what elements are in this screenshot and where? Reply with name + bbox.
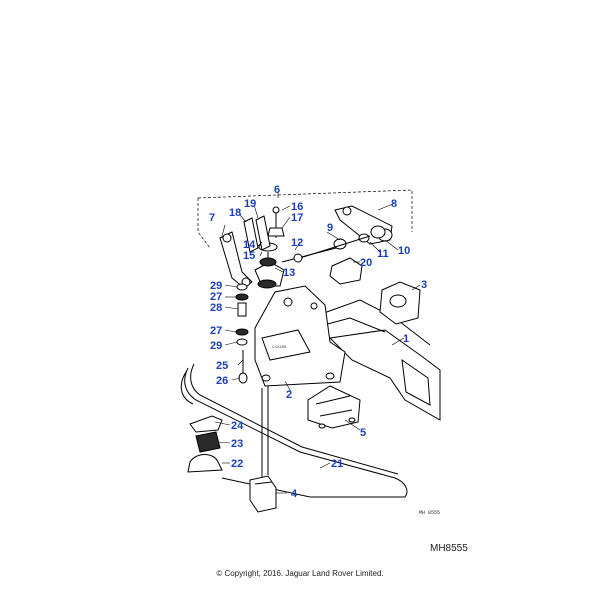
callout-15: 15 bbox=[243, 250, 255, 262]
callout-16: 16 bbox=[291, 201, 303, 213]
nut-17 bbox=[267, 227, 285, 237]
callout-28: 28 bbox=[210, 302, 222, 314]
callout-12: 12 bbox=[291, 237, 303, 249]
rubber-pad bbox=[249, 475, 277, 513]
callout-14: 14 bbox=[243, 239, 256, 251]
bracket-24 bbox=[189, 415, 223, 433]
callout-22: 22 bbox=[231, 458, 243, 470]
callout-29a: 29 bbox=[210, 280, 222, 292]
callout-3: 3 bbox=[421, 279, 427, 291]
callout-2: 2 bbox=[286, 389, 292, 401]
diagram-reference-code: MH8555 bbox=[430, 543, 468, 554]
group-outline bbox=[197, 189, 413, 249]
mounting-bracket bbox=[254, 285, 346, 387]
callout-27b: 27 bbox=[210, 325, 222, 337]
buffer-20 bbox=[329, 257, 363, 285]
callout-17: 17 bbox=[291, 212, 303, 224]
washer-27a bbox=[235, 293, 249, 301]
bush-29a bbox=[236, 283, 248, 291]
crossmember bbox=[328, 329, 441, 421]
callout-7: 7 bbox=[209, 212, 215, 224]
clamp-22 bbox=[187, 454, 223, 473]
callout-18: 18 bbox=[229, 207, 241, 219]
callout-24: 24 bbox=[231, 420, 244, 432]
plate-19 bbox=[255, 215, 271, 251]
washer-15 bbox=[259, 257, 277, 267]
callout-23: 23 bbox=[231, 438, 243, 450]
nut-26 bbox=[238, 372, 248, 384]
washer-27b bbox=[235, 328, 249, 336]
bush-10 bbox=[370, 225, 386, 239]
bush-23 bbox=[195, 431, 221, 453]
sleeve-28 bbox=[237, 302, 247, 317]
callout-13: 13 bbox=[283, 267, 295, 279]
callout-29b: 29 bbox=[210, 340, 222, 352]
link-7 bbox=[219, 231, 253, 289]
plate-18 bbox=[243, 217, 259, 253]
bracket-stamp-text: C42290 bbox=[272, 346, 287, 350]
bush-29b bbox=[236, 338, 248, 346]
callout-9: 9 bbox=[327, 222, 333, 234]
callout-21: 21 bbox=[331, 458, 343, 470]
callout-27a: 27 bbox=[210, 291, 222, 303]
bolt-12 bbox=[281, 247, 337, 263]
callout-1: 1 bbox=[403, 333, 409, 345]
callout-20: 20 bbox=[360, 257, 372, 269]
callout-labels: 6 8 19 16 18 7 17 9 14 12 10 15 11 20 13… bbox=[209, 184, 427, 500]
callout-8: 8 bbox=[391, 198, 397, 210]
callout-5: 5 bbox=[360, 427, 366, 439]
callout-26: 26 bbox=[216, 375, 228, 387]
callout-10: 10 bbox=[398, 245, 410, 257]
callout-25: 25 bbox=[216, 360, 228, 372]
callout-4: 4 bbox=[291, 488, 298, 500]
leader-lines bbox=[214, 202, 421, 494]
small-reference-code: MH 8555 bbox=[419, 510, 441, 516]
callout-11: 11 bbox=[377, 248, 389, 260]
callout-19: 19 bbox=[244, 198, 256, 210]
anti-roll-bar bbox=[180, 367, 408, 498]
copyright-notice: © Copyright, 2016. Jaguar Land Rover Lim… bbox=[216, 569, 384, 578]
callout-6: 6 bbox=[274, 184, 280, 196]
